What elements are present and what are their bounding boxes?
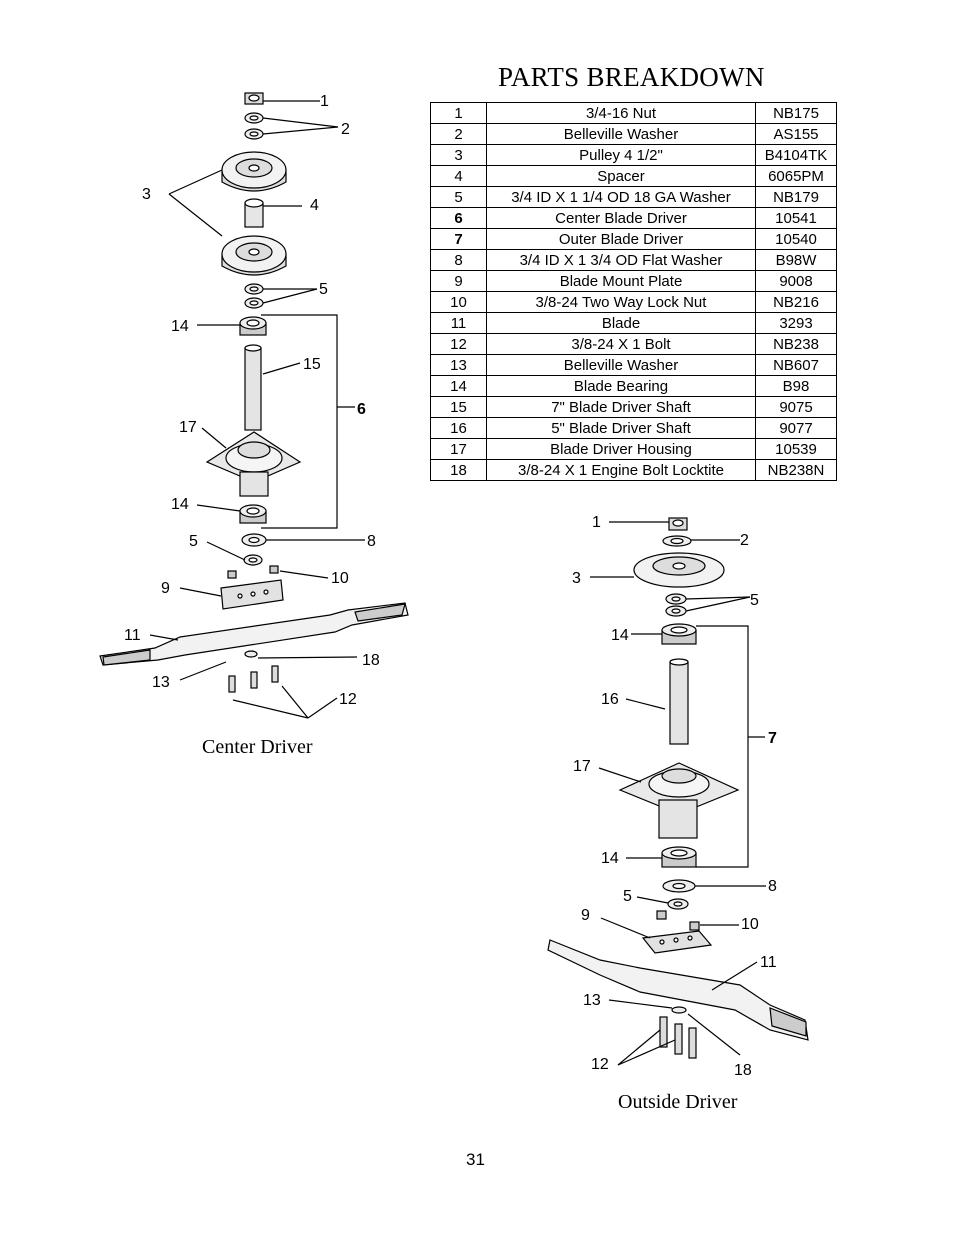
callout-label: 5 xyxy=(750,592,759,609)
parts-table-cell-description: 3/8-24 X 1 Bolt xyxy=(486,333,756,355)
mount-plate-part xyxy=(220,579,284,610)
callout-label: 12 xyxy=(339,691,357,708)
bearing-part xyxy=(239,504,267,524)
callout-label: 11 xyxy=(124,627,141,644)
callout-label: 18 xyxy=(362,652,380,669)
parts-table-cell-part: NB238N xyxy=(755,459,837,481)
center-driver-caption: Center Driver xyxy=(202,736,313,758)
pulley-part xyxy=(221,235,287,276)
shaft-part xyxy=(669,658,689,745)
callout-label: 14 xyxy=(171,496,189,513)
bolt-part xyxy=(659,1016,697,1059)
callout-label: 13 xyxy=(152,674,170,691)
parts-table-cell-description: 3/4-16 Nut xyxy=(486,102,756,124)
shaft-part xyxy=(244,344,262,431)
bearing-part xyxy=(661,623,697,645)
parts-table-cell-part: NB216 xyxy=(755,291,837,313)
page-number: 31 xyxy=(466,1150,485,1169)
callout-label: 5 xyxy=(319,281,328,298)
nut-part xyxy=(668,517,688,531)
parts-table-cell-no: 18 xyxy=(430,459,487,481)
callout-label: 6 xyxy=(357,401,366,418)
callout-label: 3 xyxy=(142,186,151,203)
callout-label: 7 xyxy=(768,730,777,747)
blade-part xyxy=(99,602,409,666)
bearing-part xyxy=(661,846,697,868)
callout-label: 8 xyxy=(367,533,376,550)
parts-table-cell-part: 10539 xyxy=(755,438,837,460)
parts-table-cell-description: 3/4 ID X 1 1/4 OD 18 GA Washer xyxy=(486,186,756,208)
center-driver-diagram xyxy=(99,92,409,693)
callout-label: 5 xyxy=(623,888,632,905)
callout-label: 2 xyxy=(740,532,749,549)
blade-part xyxy=(547,939,809,1041)
housing-part xyxy=(205,431,302,497)
bolt-part xyxy=(228,665,279,693)
parts-table-cell-part: B4104TK xyxy=(755,144,837,166)
outside-driver-diagram xyxy=(547,517,809,1059)
callout-labels: 1 2 3 4 5 14 15 6 17 14 5 8 9 10 11 18 1… xyxy=(124,93,777,1079)
outside-driver-caption: Outside Driver xyxy=(618,1091,738,1113)
callout-label: 13 xyxy=(583,992,601,1009)
housing-part xyxy=(618,762,740,839)
callout-label: 2 xyxy=(341,121,350,138)
callout-label: 17 xyxy=(179,419,197,436)
mount-plate-part xyxy=(641,930,713,954)
callout-label: 15 xyxy=(303,356,321,373)
parts-table-cell-description: 3/8-24 X 1 Engine Bolt Locktite xyxy=(486,459,756,481)
callout-label: 1 xyxy=(592,514,601,531)
parts-table-cell-description: Blade Bearing xyxy=(486,375,756,397)
parts-table-cell-part: NB175 xyxy=(755,102,837,124)
callout-label: 10 xyxy=(331,570,349,587)
leader-lines xyxy=(149,100,766,1066)
callout-label: 8 xyxy=(768,878,777,895)
callout-label: 9 xyxy=(581,907,590,924)
pulley-part xyxy=(221,151,287,192)
parts-table-cell-part: NB238 xyxy=(755,333,837,355)
callout-label: 12 xyxy=(591,1056,609,1073)
bearing-part xyxy=(239,316,267,336)
callout-label: 4 xyxy=(310,197,319,214)
callout-label: 9 xyxy=(161,580,170,597)
callout-label: 3 xyxy=(572,570,581,587)
callout-label: 16 xyxy=(601,691,619,708)
parts-table-cell-part: 10541 xyxy=(755,207,837,229)
parts-table-cell-no: 10 xyxy=(430,291,487,313)
callout-label: 14 xyxy=(171,318,189,335)
nut-part xyxy=(244,92,264,105)
callout-label: 18 xyxy=(734,1062,752,1079)
callout-label: 5 xyxy=(189,533,198,550)
parts-table-cell-part: 10540 xyxy=(755,228,837,250)
callout-label: 11 xyxy=(760,954,777,971)
parts-table-cell-part: NB179 xyxy=(755,186,837,208)
callout-label: 14 xyxy=(611,627,629,644)
parts-table-cell-part: 6065PM xyxy=(755,165,837,187)
page-title: PARTS BREAKDOWN xyxy=(498,62,765,92)
parts-table-cell-description: 3/4 ID X 1 3/4 OD Flat Washer xyxy=(486,249,756,271)
callout-label: 17 xyxy=(573,758,591,775)
spacer-part xyxy=(244,198,264,228)
callout-label: 10 xyxy=(741,916,759,933)
callout-label: 14 xyxy=(601,850,619,867)
pulley-part xyxy=(633,552,725,588)
callout-label: 1 xyxy=(320,93,329,110)
parts-table-cell-description: 5" Blade Driver Shaft xyxy=(486,417,756,439)
